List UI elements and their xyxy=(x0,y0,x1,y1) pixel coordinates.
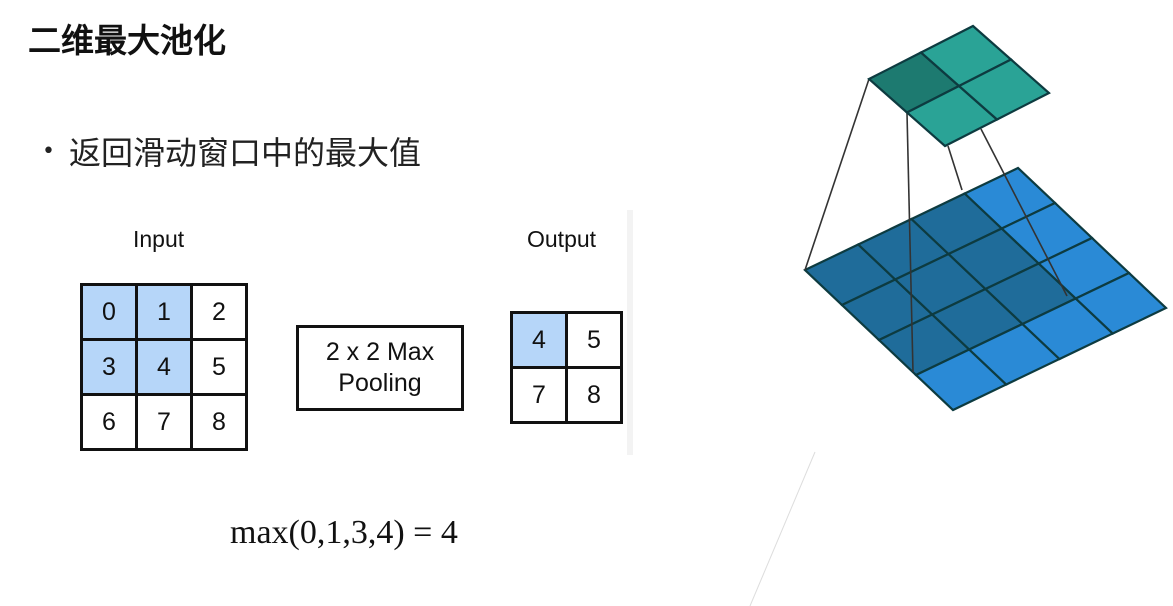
projection-line xyxy=(980,128,1068,297)
figure-edge xyxy=(627,210,633,455)
formula: max(0,1,3,4) = 4 xyxy=(230,514,458,551)
input-cell: 2 xyxy=(190,283,248,341)
output-cell: 7 xyxy=(510,366,568,424)
projection-line xyxy=(804,78,870,271)
input-cell: 1 xyxy=(135,283,193,341)
max-pooling-box: 2 x 2 Max Pooling xyxy=(296,325,464,411)
input-cell: 0 xyxy=(80,283,138,341)
output-cell: 5 xyxy=(565,311,623,369)
op-line1: 2 x 2 Max xyxy=(325,338,435,366)
input-cell: 4 xyxy=(135,338,193,396)
projection-line xyxy=(906,112,914,373)
input-cell: 8 xyxy=(190,393,248,451)
output-label: Output xyxy=(527,226,597,252)
input-label: Input xyxy=(133,226,185,252)
faint-line xyxy=(749,451,816,606)
output-plane-cell xyxy=(957,58,1051,121)
bullet-text: 返回滑动窗口中的最大值 xyxy=(68,134,421,172)
bullet-point: • 返回滑动窗口中的最大值 xyxy=(42,128,421,174)
op-line2: Pooling xyxy=(338,369,422,397)
input-cell: 3 xyxy=(80,338,138,396)
input-cell: 6 xyxy=(80,393,138,451)
input-cell: 5 xyxy=(190,338,248,396)
projection-line xyxy=(947,145,963,191)
output-cell: 8 xyxy=(565,366,623,424)
input-plane-cell xyxy=(1073,271,1168,335)
slide-title: 二维最大池化 xyxy=(28,21,226,60)
input-cell: 7 xyxy=(135,393,193,451)
output-cell: 4 xyxy=(510,311,568,369)
bullet-dot-icon: • xyxy=(42,138,55,164)
